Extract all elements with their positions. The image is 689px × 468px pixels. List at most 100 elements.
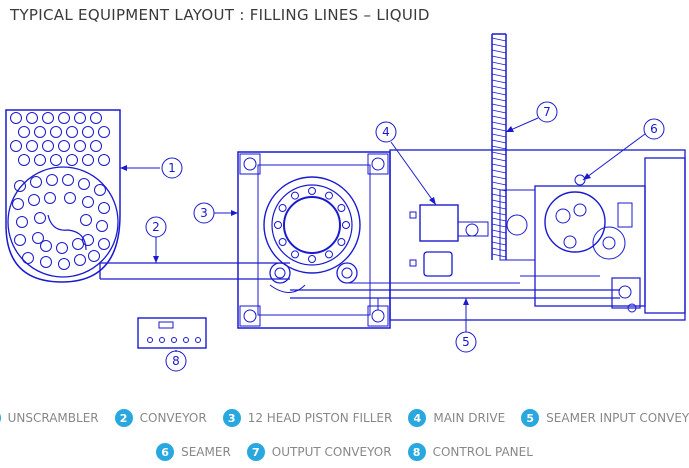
callout-label-5: 5 (462, 335, 470, 349)
bottle-icon (66, 154, 78, 166)
callout-label-1: 1 (168, 161, 176, 175)
bottle-icon (40, 240, 52, 252)
callout-2: 2 (145, 216, 167, 263)
seamer (389, 149, 686, 321)
bottle-icon (34, 126, 46, 138)
bottle-icon (98, 126, 110, 138)
callout-3: 3 (193, 202, 238, 224)
bottle-icon (16, 216, 28, 228)
legend-badge-2: 2 (114, 409, 133, 427)
bottle-icon (30, 176, 42, 188)
filler-head-icon (308, 187, 316, 195)
bottle-icon (56, 242, 68, 254)
bottle-icon (10, 112, 22, 124)
filler-head-icon (337, 238, 346, 246)
legend-item-seamer-input-conveyor: 5 SEAMER INPUT CONVEYOR (521, 409, 689, 427)
legend-badge-7: 7 (246, 443, 265, 461)
bottle-icon (82, 154, 94, 166)
bottle-icon (82, 196, 94, 208)
legend-badge-4: 4 (408, 409, 427, 427)
unscrambler (5, 109, 121, 283)
legend-label-control-panel: CONTROL PANEL (432, 445, 533, 459)
bottle-icon (10, 140, 22, 152)
legend-row-2: 6 SEAMER 7 OUTPUT CONVEYOR 8 CONTROL PAN… (0, 440, 689, 464)
bottle-icon (74, 140, 86, 152)
bottle-icon (50, 154, 62, 166)
bottle-icon (34, 212, 46, 224)
legend-item-seamer: 6 SEAMER (156, 443, 231, 461)
bottle-icon (22, 252, 34, 264)
callout-label-3: 3 (200, 206, 208, 220)
output-conveyor (491, 33, 507, 260)
conveyor (99, 262, 290, 280)
bottle-icon (90, 112, 102, 124)
callout-label-2: 2 (152, 220, 160, 234)
bottle-icon (42, 140, 54, 152)
bottle-icon (40, 256, 52, 268)
bottle-icon (58, 112, 70, 124)
bottle-icon (98, 202, 110, 214)
bottle-icon (88, 250, 100, 262)
legend-label-piston-filler: 12 HEAD PISTON FILLER (247, 411, 393, 425)
bottle-icon (82, 126, 94, 138)
filler-head-icon (337, 204, 346, 212)
legend-label-seamer-input-conveyor: SEAMER INPUT CONVEYOR (546, 411, 689, 425)
filler-head-icon (308, 255, 316, 263)
legend-label-unscrambler: UNSCRAMBLER (7, 411, 99, 425)
legend-label-output-conveyor: OUTPUT CONVEYOR (271, 445, 392, 459)
bottle-icon (26, 112, 38, 124)
bottle-icon (64, 192, 76, 204)
legend-item-unscrambler: 1 UNSCRAMBLER (0, 409, 99, 427)
bottle-icon (34, 154, 46, 166)
bottle-icon (90, 140, 102, 152)
legend-badge-5: 5 (521, 409, 540, 427)
callout-label-8: 8 (172, 354, 180, 368)
callout-label-4: 4 (382, 125, 390, 139)
callout-label-6: 6 (650, 122, 658, 136)
legend-item-conveyor: 2 CONVEYOR (114, 409, 207, 427)
callout-6: 6 (582, 118, 665, 181)
callout-1: 1 (120, 157, 183, 179)
legend-label-main-drive: MAIN DRIVE (433, 411, 506, 425)
bottle-icon (78, 178, 90, 190)
callout-4: 4 (375, 121, 437, 206)
bottle-icon (50, 126, 62, 138)
bottle-icon (74, 112, 86, 124)
bottle-icon (14, 180, 26, 192)
callout-label-7: 7 (543, 105, 551, 119)
bottle-icon (14, 234, 26, 246)
bottle-icon (28, 194, 40, 206)
filler-head-icon (278, 238, 287, 246)
bottle-icon (66, 126, 78, 138)
bottle-icon (26, 140, 38, 152)
legend-label-seamer: SEAMER (181, 445, 231, 459)
bottle-icon (96, 220, 108, 232)
bottle-icon (62, 174, 74, 186)
main-drive (409, 204, 489, 277)
bottle-icon (42, 112, 54, 124)
filler-head-icon (342, 221, 350, 229)
bottle-icon (74, 254, 86, 266)
seamer-input-conveyor (290, 275, 641, 313)
filler-head-icon (278, 204, 287, 212)
bottle-icon (58, 258, 70, 270)
legend-badge-8: 8 (407, 443, 426, 461)
bottle-icon (58, 140, 70, 152)
filler-head-icon (325, 250, 333, 259)
bottle-icon (98, 238, 110, 250)
legend-item-output-conveyor: 7 OUTPUT CONVEYOR (246, 443, 392, 461)
bottle-icon (32, 232, 44, 244)
legend-badge-3: 3 (222, 409, 241, 427)
control-panel (137, 317, 207, 349)
bottle-icon (72, 238, 84, 250)
equipment-layout-drawing: 1 2 3 4 5 6 7 8 (5, 33, 686, 372)
filler-head-icon (274, 221, 282, 229)
legend-badge-1: 1 (0, 409, 1, 427)
bottle-icon (80, 214, 92, 226)
bottle-icon (18, 126, 30, 138)
page-title: TYPICAL EQUIPMENT LAYOUT : FILLING LINES… (10, 6, 430, 24)
bottle-icon (18, 154, 30, 166)
legend-item-piston-filler: 3 12 HEAD PISTON FILLER (222, 409, 393, 427)
bottle-icon (82, 234, 94, 246)
callout-8: 8 (165, 350, 187, 372)
